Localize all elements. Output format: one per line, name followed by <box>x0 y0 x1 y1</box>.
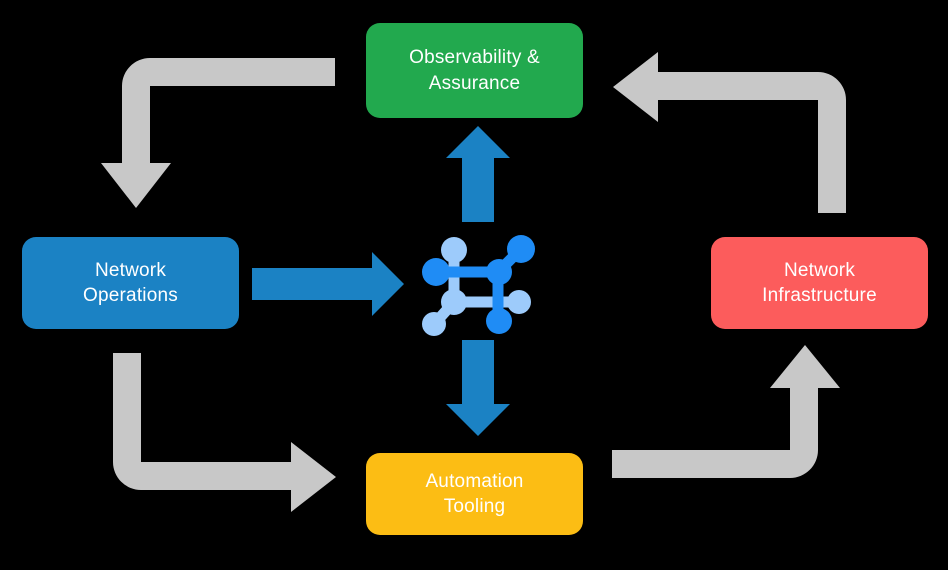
node-network-operations[interactable]: Network Operations <box>22 237 239 329</box>
node-label-automation-tooling: Automation Tooling <box>425 470 524 517</box>
node-label-network-infrastructure: Network Infrastructure <box>762 259 877 306</box>
connector-center-to-automation <box>446 340 510 436</box>
topology-dark-nodes <box>422 235 535 334</box>
connector-netops-to-center <box>252 252 404 316</box>
node-label-network-operations: Network Operations <box>83 259 178 306</box>
connector-observability-to-netops <box>101 58 335 208</box>
connector-automation-to-netinfra <box>612 345 840 478</box>
node-network-infrastructure[interactable]: Network Infrastructure <box>711 237 928 329</box>
connector-center-to-observability <box>446 126 510 222</box>
connector-netops-to-automation <box>113 353 336 512</box>
node-label-observability: Observability & Assurance <box>409 47 540 94</box>
network-topology-icon <box>422 235 535 336</box>
node-observability-assurance[interactable]: Observability & Assurance <box>366 23 583 118</box>
topology-light-nodes <box>422 237 531 336</box>
connector-netinfra-to-observability <box>613 52 846 213</box>
node-automation-tooling[interactable]: Automation Tooling <box>366 453 583 535</box>
